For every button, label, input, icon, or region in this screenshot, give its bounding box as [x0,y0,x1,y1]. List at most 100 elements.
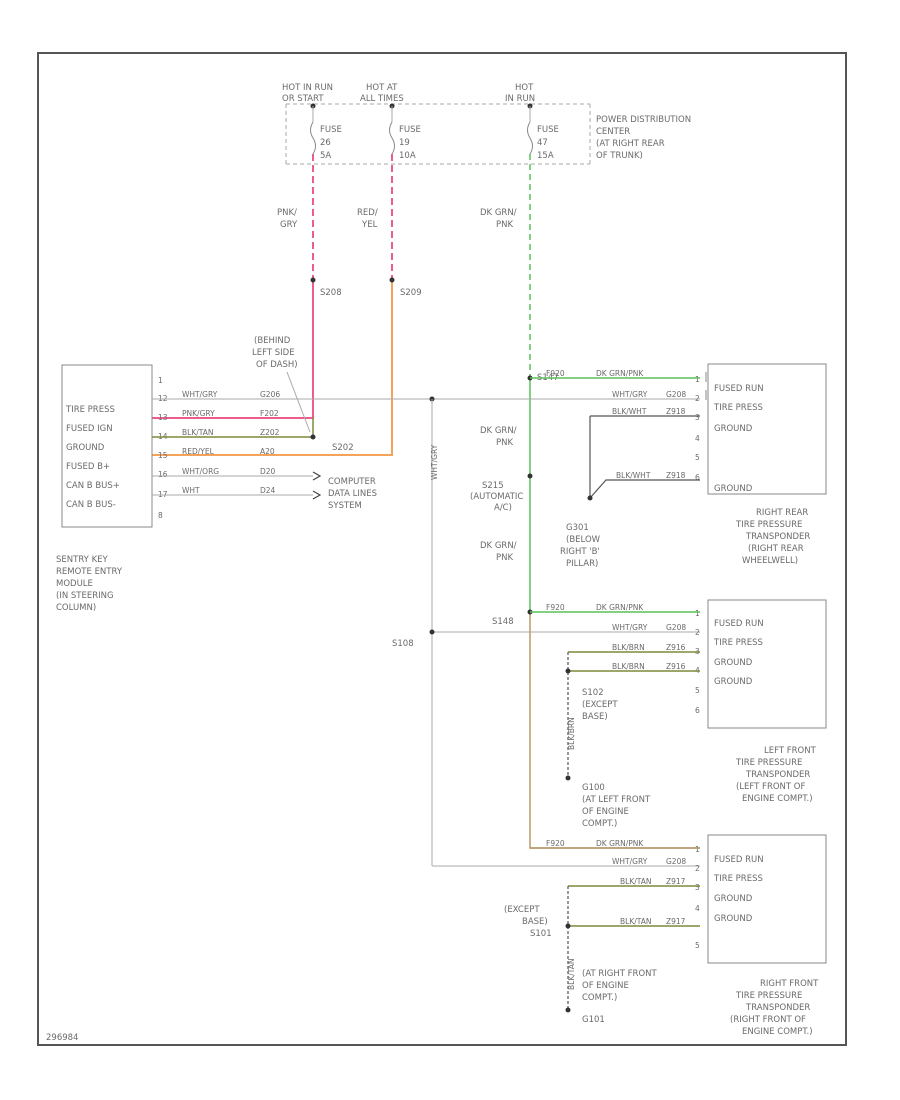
svg-text:BLK/WHT: BLK/WHT [616,471,651,480]
ground-g100: G100 (AT LEFT FRONT OF ENGINE COMPT.) [582,783,651,829]
svg-text:2: 2 [695,864,700,873]
splice-s101: (EXCEPT BASE) S101 [504,905,552,939]
svg-text:COMPT.): COMPT.) [582,819,617,829]
wire-dk-grn-pnk-mid: DK GRN/ [480,426,517,436]
pin-label-can-bus-plus: CAN B BUS+ [66,481,120,491]
right-front-transponder: 1 2 3 4 5 FUSED RUN TIRE PRESS GROUND GR… [504,834,827,1037]
svg-text:G100: G100 [582,783,605,793]
svg-text:5: 5 [695,686,700,695]
svg-text:Z916: Z916 [666,662,686,671]
svg-text:PNK/GRY: PNK/GRY [182,409,215,418]
svg-text:COMPUTER: COMPUTER [328,477,376,487]
svg-text:DK GRN/PNK: DK GRN/PNK [596,603,644,612]
svg-text:10A: 10A [399,151,416,161]
hot-label-run-start: HOT IN RUN OR START [282,83,333,104]
svg-text:A/C): A/C) [494,503,512,513]
svg-text:5: 5 [695,941,700,950]
svg-text:MODULE: MODULE [56,579,93,589]
svg-text:TIRE PRESSURE: TIRE PRESSURE [735,520,802,530]
svg-text:1: 1 [695,845,700,854]
svg-text:A20: A20 [260,447,275,456]
svg-text:SYSTEM: SYSTEM [328,501,362,511]
svg-text:ALL TIMES: ALL TIMES [360,94,404,104]
svg-text:(AT RIGHT REAR: (AT RIGHT REAR [596,139,665,149]
svg-text:RIGHT FRONT: RIGHT FRONT [760,979,819,989]
svg-text:G208: G208 [666,623,686,632]
svg-text:BLK/TAN: BLK/TAN [620,877,652,886]
svg-text:WHT/GRY: WHT/GRY [612,857,648,866]
wire-dk-grn-pnk-low: DK GRN/ [480,541,517,551]
svg-text:5A: 5A [320,151,331,161]
svg-text:YEL: YEL [361,220,378,230]
right-front-name: RIGHT FRONT TIRE PRESSURE TRANSPONDER (R… [730,979,819,1037]
svg-text:BLK/BRN: BLK/BRN [612,662,645,671]
svg-text:1: 1 [695,609,700,618]
svg-text:FUSE: FUSE [537,125,559,135]
svg-text:(BEHIND: (BEHIND [254,336,291,346]
splice-s202: S202 [332,443,354,453]
pin-label-fused-bplus: FUSED B+ [66,462,110,472]
svg-text:1: 1 [695,375,700,384]
hot-label-in-run: HOT IN RUN [505,83,535,104]
svg-text:(EXCEPT: (EXCEPT [504,905,540,915]
svg-text:F202: F202 [260,409,279,418]
svg-text:3: 3 [695,413,700,422]
svg-text:RIGHT REAR: RIGHT REAR [756,508,808,518]
svg-text:OF DASH): OF DASH) [256,360,298,370]
splice-s208: S208 [320,288,342,298]
splice-s148: S148 [492,617,514,627]
svg-text:HOT IN RUN: HOT IN RUN [282,83,333,93]
svg-text:OF ENGINE: OF ENGINE [582,807,629,817]
computer-data-lines-label: COMPUTER DATA LINES SYSTEM [328,477,377,511]
svg-text:HOT: HOT [515,83,534,93]
svg-text:G206: G206 [260,390,280,399]
power-distribution-center: HOT IN RUN OR START HOT AT ALL TIMES HOT… [282,83,691,165]
svg-text:BLK/BRN: BLK/BRN [567,717,576,750]
svg-text:5: 5 [695,453,700,462]
ground-g301: G301 (BELOW RIGHT 'B' PILLAR) [560,523,601,569]
svg-text:(AUTOMATIC: (AUTOMATIC [470,492,523,502]
svg-text:WHEELWELL): WHEELWELL) [742,556,798,566]
svg-text:COMPT.): COMPT.) [582,993,617,1003]
svg-text:(AT LEFT FRONT: (AT LEFT FRONT [582,795,651,805]
svg-text:BLK/TAN: BLK/TAN [620,917,652,926]
svg-text:47: 47 [537,138,548,148]
svg-text:4: 4 [695,434,700,443]
wire-red-yel: RED/ [357,208,378,218]
splice-s209: S209 [400,288,422,298]
pin-label-tire-press: TIRE PRESS [65,405,115,415]
svg-text:19: 19 [399,138,410,148]
svg-text:2: 2 [695,628,700,637]
svg-text:TRANSPONDER: TRANSPONDER [745,770,810,780]
svg-text:BLK/TAN: BLK/TAN [567,958,576,990]
svg-text:S101: S101 [530,929,552,939]
svg-text:6: 6 [695,473,700,482]
svg-text:G101: G101 [582,1015,605,1025]
fuse-19: FUSE 19 10A [399,125,421,161]
svg-text:FUSE: FUSE [320,125,342,135]
svg-text:OF TRUNK): OF TRUNK) [596,151,643,161]
right-rear-transponder: 1 2 3 4 5 6 FUSED RUN TIRE PRESS GROUND … [530,363,827,569]
svg-text:GROUND: GROUND [714,484,753,494]
svg-text:13: 13 [158,413,168,422]
svg-text:Z918: Z918 [666,471,686,480]
svg-text:WHT/ORG: WHT/ORG [182,467,219,476]
page-id: 296984 [46,1033,78,1043]
left-front-transponder: 1 2 3 4 5 6 FUSED RUN TIRE PRESS GROUND … [530,599,827,829]
svg-text:Z917: Z917 [666,917,686,926]
svg-text:F920: F920 [546,603,565,612]
svg-text:POWER DISTRIBUTION: POWER DISTRIBUTION [596,115,691,125]
svg-text:FUSE: FUSE [399,125,421,135]
svg-text:(BELOW: (BELOW [566,535,601,545]
left-front-name: LEFT FRONT TIRE PRESSURE TRANSPONDER (LE… [735,746,817,804]
svg-text:4: 4 [695,904,700,913]
svg-text:GRY: GRY [280,220,298,230]
svg-text:15: 15 [158,451,168,460]
svg-text:PNK: PNK [496,220,513,230]
svg-text:TIRE PRESS: TIRE PRESS [713,874,763,884]
pin-label-can-bus-minus: CAN B BUS- [66,500,116,510]
svg-text:D24: D24 [260,486,276,495]
svg-text:GROUND: GROUND [714,914,753,924]
power-center-label: POWER DISTRIBUTION CENTER (AT RIGHT REAR… [596,115,691,161]
splice-s102: S102 (EXCEPT BASE) [582,688,618,722]
